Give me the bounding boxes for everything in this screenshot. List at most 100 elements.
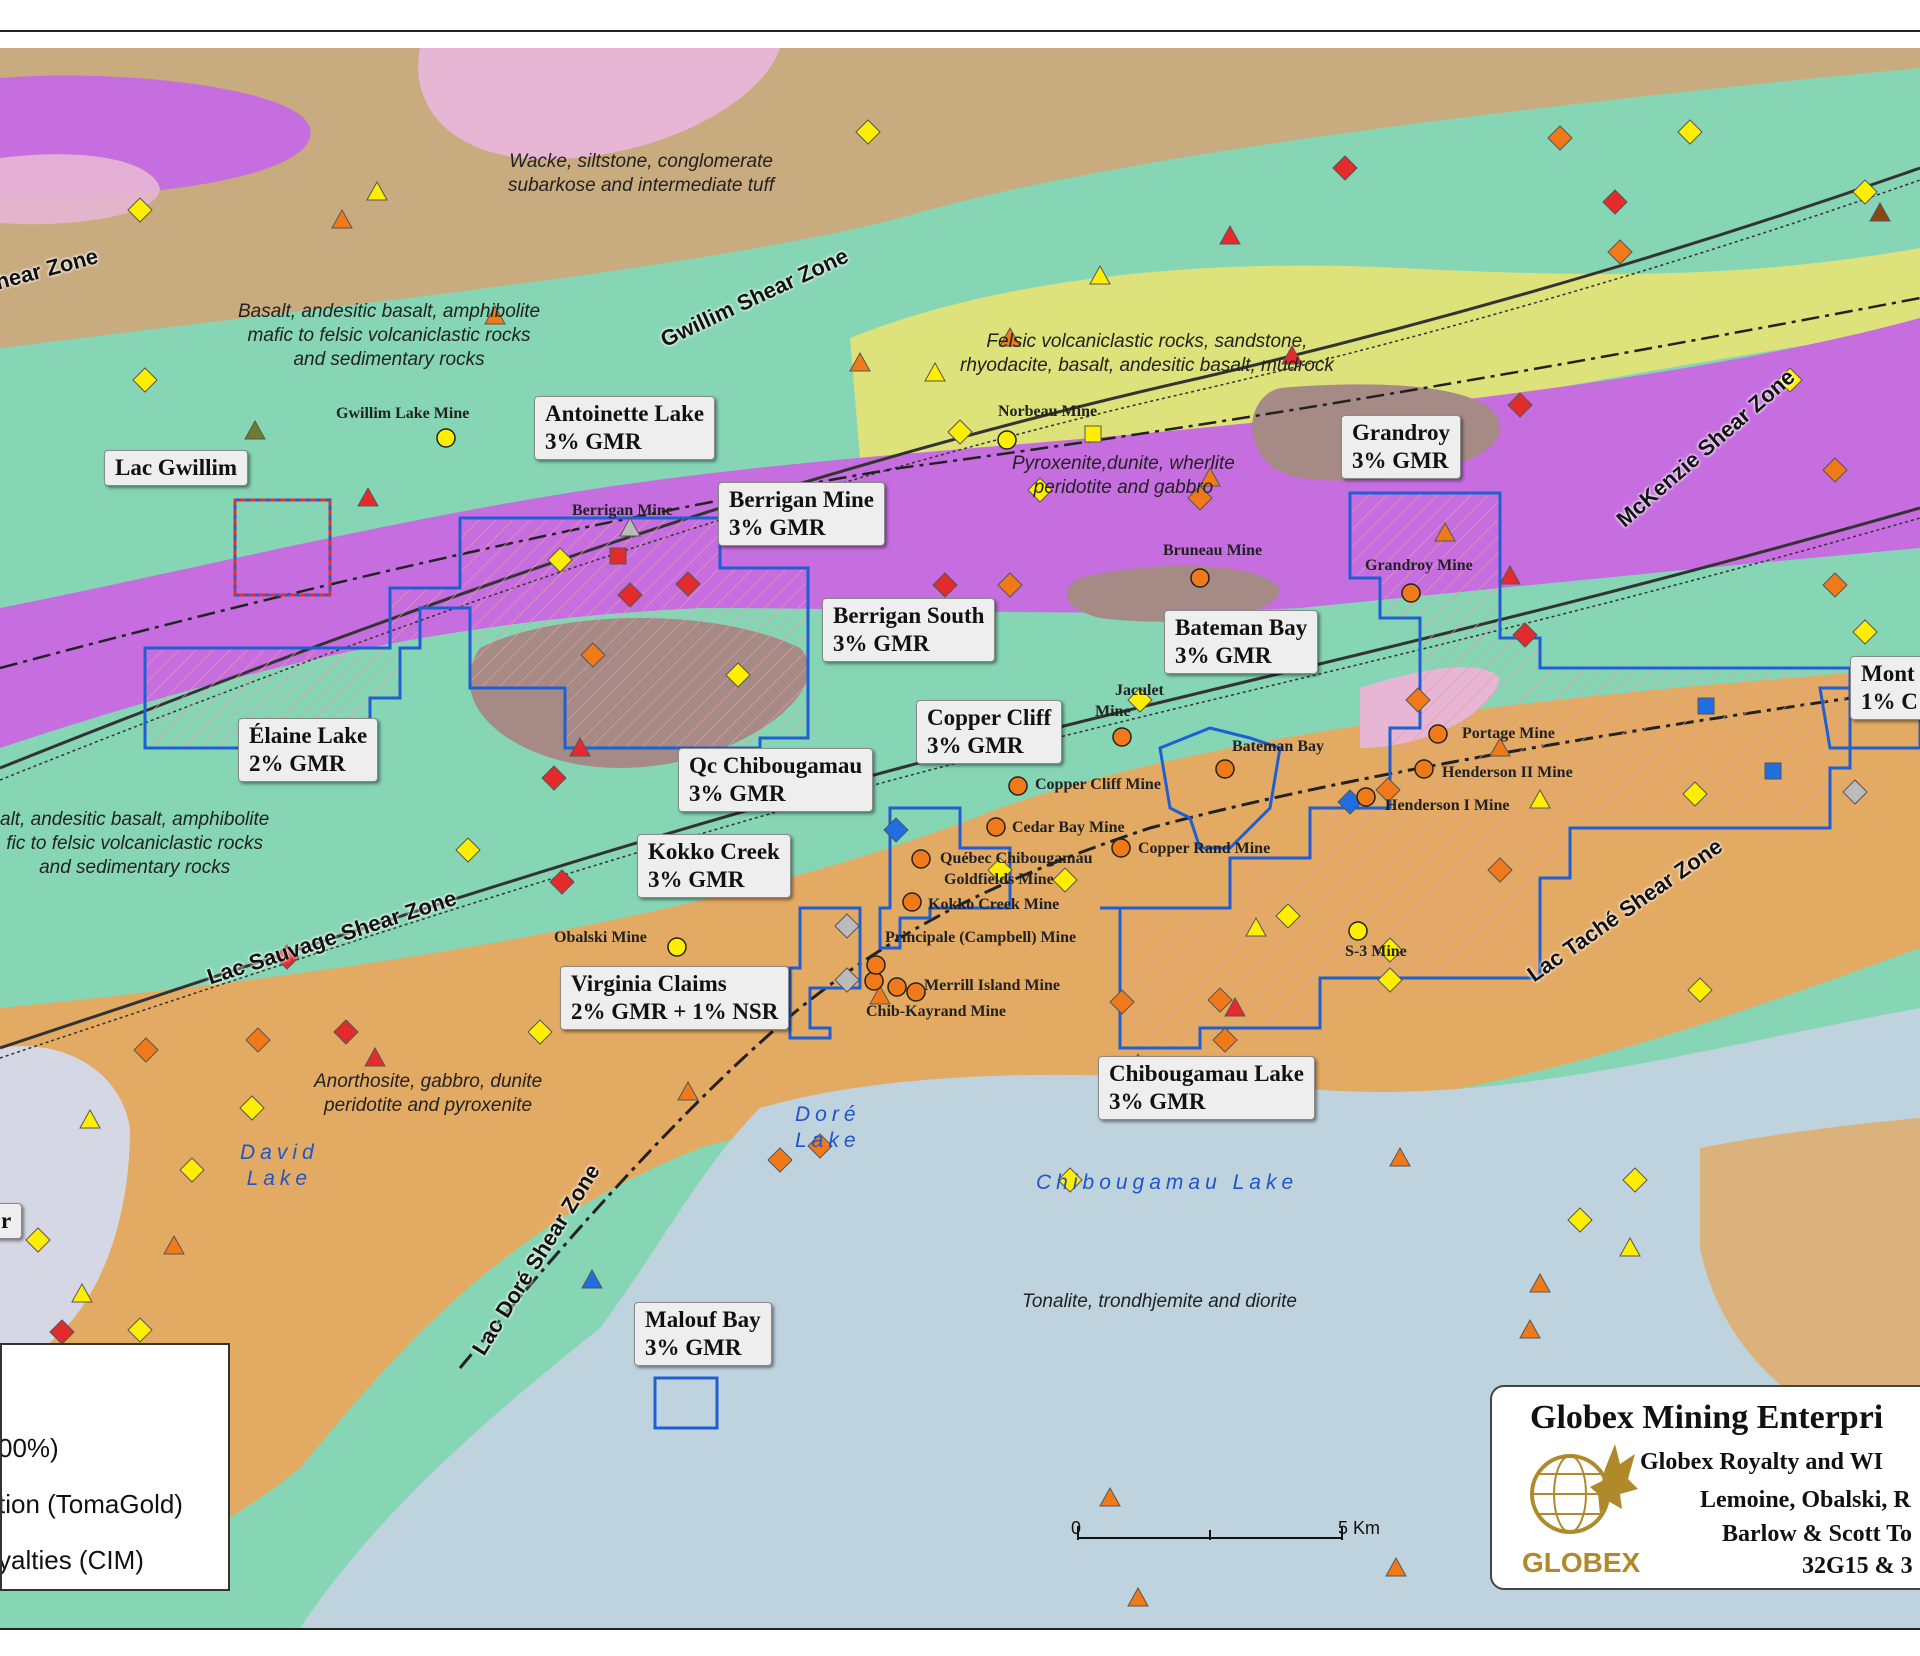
- mine-label: Henderson I Mine: [1385, 797, 1510, 814]
- logo-wordmark: GLOBEX: [1522, 1547, 1641, 1578]
- rock-unit-wacke: Wacke, siltstone, conglomerate subarkose…: [508, 150, 774, 198]
- pink-unit-left: [0, 154, 160, 225]
- mine-label: Grandroy Mine: [1365, 557, 1473, 574]
- claim-royalty: 1% C: [1861, 689, 1918, 714]
- rock-unit-line: Felsic volcaniclastic rocks, sandstone,: [986, 331, 1308, 352]
- claim-label-malouf-bay: Malouf Bay 3% GMR: [634, 1302, 772, 1366]
- claim-name: Kokko Creek: [648, 839, 780, 864]
- lac-sauvage-shear-line-2: [0, 517, 1920, 1059]
- rock-unit-line: Pyroxenite,dunite, wherlite: [1012, 453, 1235, 474]
- claim-label-bateman-bay: Bateman Bay 3% GMR: [1164, 610, 1319, 674]
- claim-royalty: 3% GMR: [648, 867, 745, 892]
- rock-unit-line: rhyodacite, basalt, andesitic basalt, mu…: [960, 355, 1334, 376]
- claim-name: Berrigan Mine: [729, 487, 874, 512]
- claim-name: Mont: [1861, 661, 1915, 686]
- scale-bar-graphic: [1077, 1526, 1343, 1540]
- felsic-unit: [850, 248, 1920, 462]
- claim-name: Lac Gwillim: [115, 455, 238, 480]
- claim-outline-copper-cliff: [878, 806, 1012, 950]
- title-line: Barlow & Scott To: [1722, 1521, 1913, 1547]
- mine-label: Norbeau Mine: [998, 403, 1098, 420]
- claim-label-chibougamau-lake: Chibougamau Lake 3% GMR: [1098, 1056, 1315, 1120]
- claim-royalty: 2% GMR: [249, 751, 346, 776]
- rock-unit-anorthosite: Anorthosite, gabbro, dunite peridotite a…: [314, 1070, 542, 1118]
- rock-unit-felsic: Felsic volcaniclastic rocks, sandstone, …: [960, 330, 1334, 378]
- mine-label: Québec Chibougamau: [940, 850, 1093, 867]
- claim-name: Grandroy: [1352, 420, 1450, 445]
- claim-outline-malouf: [653, 1376, 719, 1430]
- lac-sauvage-shear-line: [0, 506, 1920, 1050]
- mine-label: Berrigan Mine: [572, 502, 673, 519]
- title-line: 32G15 & 3: [1802, 1553, 1913, 1579]
- claim-outline-lac-gwillim-red: [233, 498, 332, 597]
- claim-royalty: 3% GMR: [729, 515, 826, 540]
- mine-label: Goldfields Mine: [944, 871, 1054, 888]
- claim-royalty: 3% GMR: [545, 429, 642, 454]
- ultramafic-contact-line: [0, 296, 1920, 670]
- mine-label: Mine: [1095, 703, 1131, 720]
- title-subtitle: Globex Royalty and WI: [1640, 1449, 1883, 1475]
- rock-unit-tonalite: Tonalite, trondhjemite and diorite: [1022, 1290, 1297, 1314]
- pink-unit-top: [418, 48, 780, 160]
- claim-label-qc-chibougamau: Qc Chibougamau 3% GMR: [678, 748, 874, 812]
- rock-unit-line: Basalt, andesitic basalt, amphibolite: [238, 301, 541, 322]
- lake-dore: Doré Lake: [795, 1102, 861, 1154]
- claim-label-antoinette-lake: Antoinette Lake 3% GMR: [534, 396, 716, 460]
- globex-logo-icon: [1530, 1444, 1638, 1534]
- title-line: Lemoine, Obalski, R: [1700, 1487, 1911, 1513]
- claim-name: Antoinette Lake: [545, 401, 705, 426]
- map-frame: [0, 30, 1920, 1630]
- mine-label: S-3 Mine: [1345, 943, 1407, 960]
- claim-label-lac-gwillim: Lac Gwillim: [104, 450, 249, 486]
- claim-name: Élaine Lake: [249, 723, 368, 748]
- mine-label: Bateman Bay: [1232, 738, 1324, 755]
- scale-start-label: 0: [1071, 1518, 1082, 1538]
- mine-label: Bruneau Mine: [1163, 542, 1263, 559]
- claim-label-berrigan-south: Berrigan South 3% GMR: [822, 598, 996, 662]
- claim-outline-lac-gwillim: [233, 498, 332, 597]
- mine-label: Merrill Island Mine: [924, 977, 1060, 994]
- rock-unit-line: peridotite and pyroxenite: [324, 1095, 533, 1116]
- mine-label: Gwillim Lake Mine: [336, 405, 470, 422]
- rock-unit-line: Wacke, siltstone, conglomerate: [509, 151, 773, 172]
- lac-dore-shear-line: [458, 686, 1920, 1369]
- claim-name: Qc Chibougamau: [689, 753, 863, 778]
- rock-unit-line: alt, andesitic basalt, amphibolite: [0, 809, 270, 830]
- rock-unit-line: mafic to felsic volcaniclastic rocks: [247, 325, 531, 346]
- mine-label: Cedar Bay Mine: [1012, 819, 1125, 836]
- rock-unit-line: subarkose and intermediate tuff: [508, 175, 775, 196]
- title-block: Globex Mining Enterpri GLOBEX Globex Roy…: [1490, 1385, 1920, 1590]
- claim-outline-kokko: [788, 906, 862, 1040]
- legend-item: yalties (CIM): [0, 1545, 144, 1575]
- claim-label-kokko-creek: Kokko Creek 3% GMR: [637, 834, 791, 898]
- claim-name: Malouf Bay: [645, 1307, 761, 1332]
- rock-unit-line: Tonalite, trondhjemite and diorite: [1022, 1291, 1297, 1312]
- mine-label: Kokko Creek Mine: [928, 896, 1060, 913]
- gwillim-shear-line: [0, 166, 1920, 770]
- mine-label: Copper Cliff Mine: [1035, 776, 1161, 793]
- legend-item: tion (TomaGold): [0, 1489, 183, 1519]
- mine-label: Henderson II Mine: [1442, 764, 1573, 781]
- rock-unit-line: peridotite and gabbro: [1033, 477, 1214, 498]
- claim-name: Copper Cliff: [927, 705, 1052, 730]
- lake-label-line: Doré: [795, 1103, 861, 1126]
- claim-name: Virginia Claims: [571, 971, 727, 996]
- claim-label-elaine-lake: Élaine Lake 2% GMR: [238, 718, 379, 782]
- claim-royalty: 3% GMR: [689, 781, 786, 806]
- claim-royalty: 3% GMR: [1109, 1089, 1206, 1114]
- lake-label-line: Lake: [246, 1167, 313, 1190]
- mine-label: Portage Mine: [1462, 725, 1555, 742]
- mine-label: Jaculet: [1115, 682, 1164, 699]
- rock-unit-line: Anorthosite, gabbro, dunite: [314, 1071, 543, 1092]
- legend-item: 00%): [0, 1433, 59, 1463]
- rock-unit-line: fic to felsic volcaniclastic rocks: [6, 833, 263, 854]
- mine-label: Principale (Campbell) Mine: [885, 929, 1077, 946]
- claim-outline-bateman: [1158, 726, 1282, 850]
- claim-royalty: 3% GMR: [1175, 643, 1272, 668]
- claim-royalty: 3% GMR: [645, 1335, 742, 1360]
- company-title: Globex Mining Enterpri: [1530, 1399, 1884, 1436]
- claim-label-copper-cliff: Copper Cliff 3% GMR: [916, 700, 1063, 764]
- map-legend: 00%) tion (TomaGold) yalties (CIM): [0, 1343, 230, 1591]
- claim-name: Chibougamau Lake: [1109, 1061, 1304, 1086]
- lake-label-line: Chibougamau Lake: [1036, 1171, 1299, 1194]
